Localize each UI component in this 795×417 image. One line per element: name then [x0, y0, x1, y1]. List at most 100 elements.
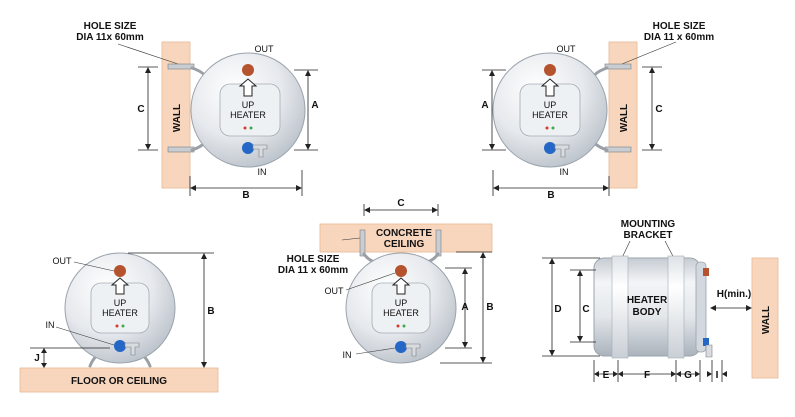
hole-size-dia-label: DIA 11x 60mm	[76, 32, 144, 43]
tap-fitting-icon	[124, 342, 140, 356]
dim-a-label: A	[311, 100, 318, 111]
in-port-icon	[395, 341, 407, 353]
hole-leader	[117, 43, 179, 65]
in-label: IN	[258, 167, 267, 177]
ceiling-label: CEILING	[384, 239, 425, 250]
indicator-red-icon	[396, 324, 400, 328]
ceiling-bolt	[435, 229, 442, 257]
hole-size-label: HOLE SIZE	[653, 21, 706, 32]
dimension-i: I	[707, 370, 727, 381]
wall-label: WALL	[761, 306, 772, 334]
up-label: UP	[114, 298, 127, 308]
up-label: UP	[395, 298, 408, 308]
heater-label: HEATER	[230, 110, 266, 120]
up-arrow-icon	[238, 78, 258, 97]
out-label: OUT	[255, 44, 275, 54]
out-leader	[73, 261, 115, 272]
out-label: OUT	[325, 286, 345, 296]
panel-floor-mount: FLOOR OR CEILING OUT UP HEATER IN J	[19, 252, 219, 393]
dimension-c: C	[137, 66, 158, 151]
dim-b-label: B	[207, 306, 214, 317]
hole-leader	[341, 237, 361, 241]
heater-label: HEATER	[383, 308, 419, 318]
dim-i-label: I	[716, 370, 719, 381]
dim-j-label: J	[34, 353, 40, 364]
dimension-b: B	[189, 170, 303, 201]
indicator-red-icon	[545, 126, 549, 130]
tap-fitting-icon	[405, 343, 421, 357]
tap-fitting-icon	[705, 344, 713, 358]
in-port-icon	[242, 142, 254, 154]
dimension-a: A	[294, 69, 319, 151]
dim-f-label: F	[644, 370, 650, 381]
dimension-j: J	[30, 347, 110, 368]
dimension-a: A	[481, 69, 506, 151]
indicator-red-icon	[243, 126, 247, 130]
hole-size-dia-label: DIA 11 x 60mm	[278, 265, 348, 276]
dim-c-label: C	[655, 104, 662, 115]
out-port-icon	[242, 64, 254, 76]
dim-b-label: B	[547, 190, 554, 201]
mounting-bracket-band	[611, 255, 629, 359]
dimension-c: C	[642, 66, 663, 151]
end-cap	[695, 261, 707, 353]
dimension-b: B	[440, 251, 494, 364]
dimension-e: E	[594, 370, 618, 381]
indicator-green-icon	[249, 126, 253, 130]
indicator-green-icon	[551, 126, 555, 130]
dimension-b: B	[128, 252, 215, 368]
dimension-a: A	[445, 267, 472, 349]
mounting-label: MOUNTING	[621, 219, 676, 230]
out-label: OUT	[53, 256, 73, 266]
hole-size-dia-label: DIA 11 x 60mm	[644, 32, 714, 43]
up-label: UP	[242, 100, 255, 110]
wall-label: WALL	[172, 104, 183, 132]
dim-b-label: B	[486, 302, 493, 313]
dim-h-label: H(min.)	[717, 289, 751, 300]
dim-c-label: C	[137, 104, 144, 115]
out-port-icon	[544, 64, 556, 76]
out-leader	[345, 272, 396, 291]
indicator-red-icon	[115, 324, 119, 328]
heater-label: HEATER	[532, 110, 568, 120]
indicator-green-icon	[402, 324, 406, 328]
heater-label: HEATER	[102, 308, 138, 318]
concrete-ceiling	[319, 223, 493, 253]
in-port-icon	[703, 338, 709, 346]
dimension-d: D	[542, 257, 600, 357]
up-arrow-icon	[110, 277, 130, 295]
side-wall	[751, 257, 779, 379]
hole-size-label: HOLE SIZE	[84, 21, 137, 32]
out-label: OUT	[557, 44, 577, 54]
bracket-label: BRACKET	[624, 230, 673, 241]
dimension-h: H(min.)	[710, 289, 752, 311]
mounting-bracket-band	[667, 255, 685, 359]
dim-b-label: B	[242, 190, 249, 201]
wall-label: WALL	[619, 104, 630, 132]
dimension-b: B	[492, 170, 610, 201]
panel-ceiling-mount: CONCRETE CEILING C HOLE SIZE DIA 11 x 60…	[278, 198, 494, 364]
out-port-icon	[395, 265, 407, 277]
wall-bolt	[604, 146, 632, 153]
panel-side-view: WALL MOUNTING BRACKET HEATER BODY D	[542, 219, 779, 382]
dim-c-label: C	[582, 304, 589, 315]
dimension-g: G	[676, 370, 700, 381]
dim-a-label: A	[481, 100, 488, 111]
up-arrow-icon	[540, 78, 560, 97]
dim-e-label: E	[603, 370, 610, 381]
up-label: UP	[544, 100, 557, 110]
in-port-icon	[114, 340, 126, 352]
in-label: IN	[46, 320, 55, 330]
floor-or-ceiling-label: FLOOR OR CEILING	[71, 376, 167, 387]
indicator-green-icon	[121, 324, 125, 328]
out-port-icon	[114, 265, 126, 277]
hole-leader	[621, 41, 677, 65]
heater-body-label-2: BODY	[633, 307, 662, 318]
out-port-icon	[703, 268, 709, 276]
in-label: IN	[560, 167, 569, 177]
in-label: IN	[343, 350, 352, 360]
wall-bolt	[604, 63, 632, 70]
panel-wall-left: WALL HOLE SIZE DIA 11x 60mm OUT UP HEATE…	[76, 21, 318, 201]
dimension-f: F	[618, 370, 676, 381]
wall-bolt	[167, 146, 195, 153]
